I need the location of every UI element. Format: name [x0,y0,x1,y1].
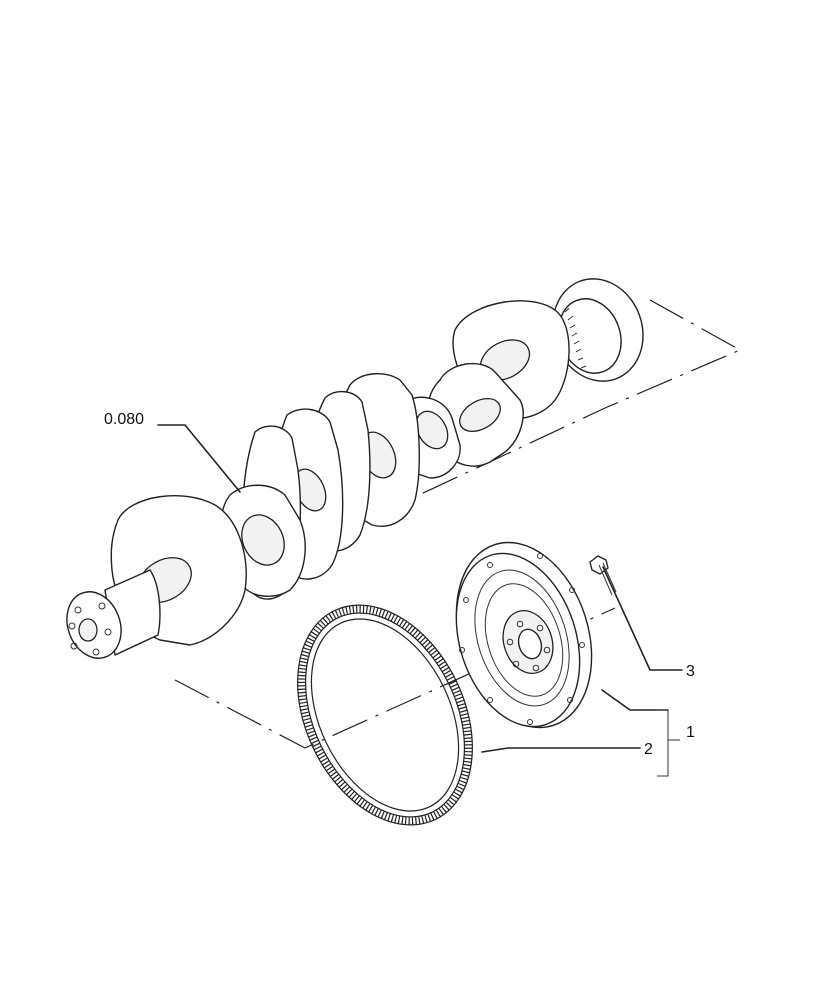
callout-item-3: 3 [686,663,695,680]
callout-item-2: 2 [644,741,653,758]
bolt-icon [589,555,617,596]
callout-item-1: 1 [686,724,695,741]
flywheel-icon [455,541,593,729]
callout-crankshaft-ref: 0.080 [104,411,144,428]
crankshaft-nose-icon [66,569,161,659]
flywheel-rim-holes [459,553,585,725]
flywheel-bolt-holes [506,620,551,672]
leader-lines [157,424,683,777]
timing-gear-icon [552,278,644,382]
ring-gear-icon [297,604,473,826]
crankshaft-icon [66,278,644,659]
